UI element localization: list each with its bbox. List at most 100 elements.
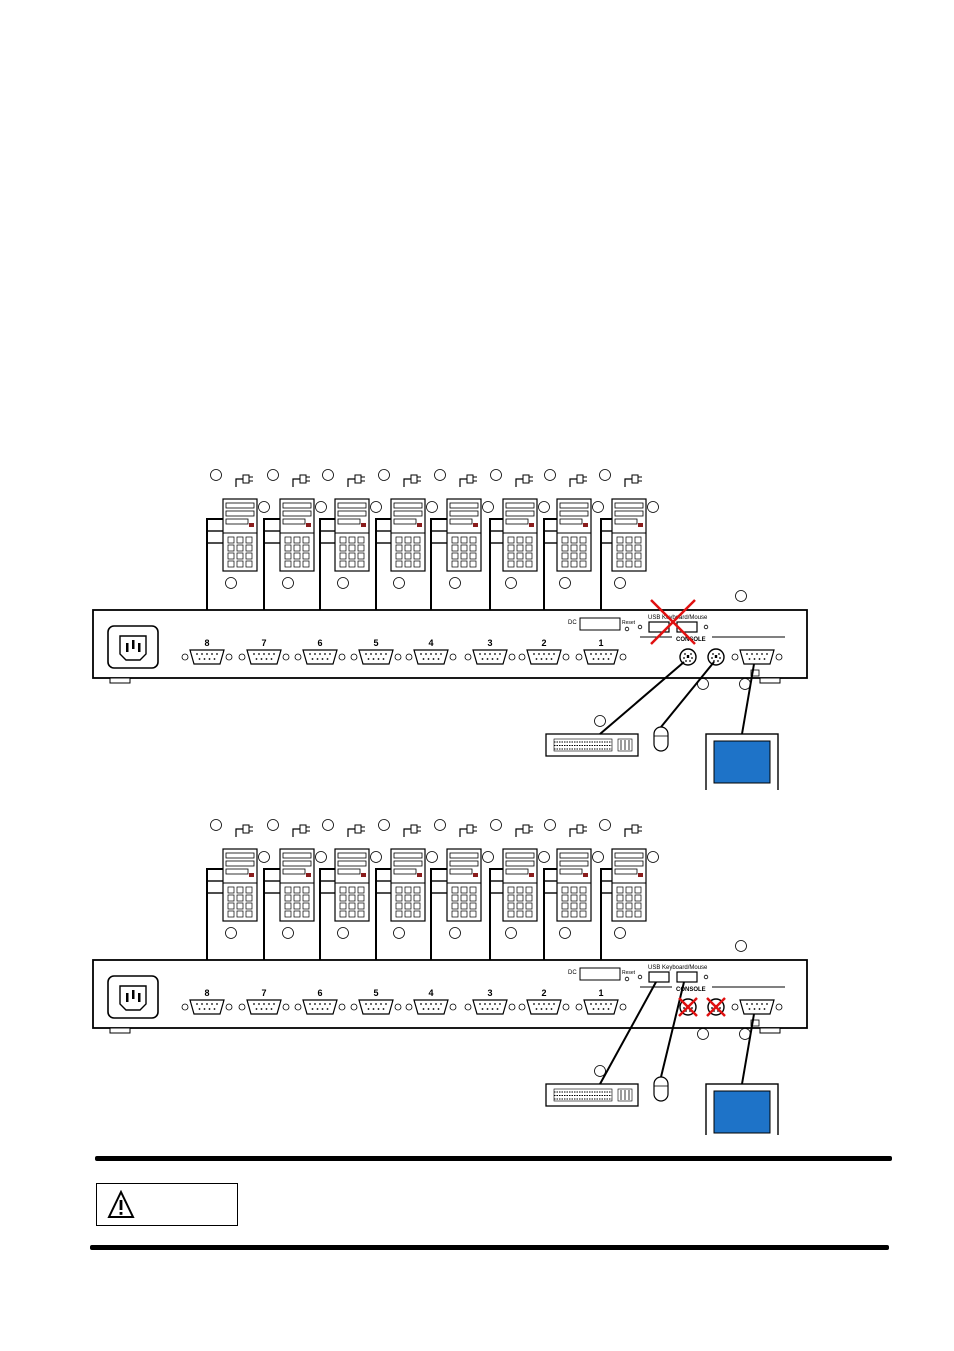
port-pin bbox=[263, 653, 265, 655]
drive-bay bbox=[559, 510, 589, 517]
port-pin bbox=[496, 658, 499, 660]
dc-label: DC bbox=[568, 970, 577, 976]
dc-connector bbox=[579, 967, 621, 981]
vent-slot bbox=[516, 544, 524, 552]
port-pin bbox=[265, 658, 268, 660]
vent-slot bbox=[357, 910, 365, 918]
drive-bay bbox=[225, 502, 255, 509]
port-shell bbox=[413, 999, 449, 1015]
port-pin bbox=[372, 658, 375, 660]
power-led bbox=[473, 523, 478, 527]
vent-slot bbox=[570, 544, 578, 552]
drive-bay bbox=[505, 510, 535, 517]
tower-case bbox=[390, 498, 426, 572]
drive-bay bbox=[505, 852, 535, 859]
port-pin bbox=[484, 1003, 486, 1005]
callout-circle bbox=[378, 469, 390, 481]
port-pin bbox=[494, 1003, 496, 1005]
vent-slot bbox=[302, 536, 310, 544]
port-pin bbox=[216, 653, 218, 655]
vent-slot bbox=[516, 910, 524, 918]
vent-slot bbox=[404, 544, 412, 552]
port-pin bbox=[367, 1008, 370, 1010]
vent-slot bbox=[293, 552, 301, 560]
port-screw bbox=[575, 1003, 583, 1011]
vent-slot bbox=[227, 910, 235, 918]
port-pin bbox=[208, 658, 211, 660]
inlet-pin bbox=[138, 643, 141, 652]
plug-body bbox=[466, 474, 474, 484]
drive-bay bbox=[614, 510, 644, 517]
vga-port bbox=[518, 649, 570, 665]
plug-cable bbox=[403, 828, 411, 837]
port-shell bbox=[472, 649, 508, 665]
port-pin bbox=[550, 658, 553, 660]
drive-bay bbox=[505, 868, 529, 875]
port-number-label: 6 bbox=[317, 988, 322, 998]
port-pin bbox=[309, 1003, 311, 1005]
power-plug-icon bbox=[347, 824, 365, 837]
port-pin bbox=[610, 653, 612, 655]
vent-slot bbox=[507, 886, 515, 894]
drive-bay bbox=[393, 852, 423, 859]
callout-circle bbox=[267, 819, 279, 831]
port-pin bbox=[763, 658, 766, 660]
vent-slot bbox=[516, 886, 524, 894]
warning-triangle-icon bbox=[107, 1190, 135, 1218]
port-pin bbox=[270, 658, 273, 660]
vent-slot bbox=[395, 544, 403, 552]
vent-slot bbox=[561, 560, 569, 568]
port-shell bbox=[246, 999, 282, 1015]
vga-port bbox=[350, 999, 402, 1015]
vga-port bbox=[575, 649, 627, 665]
port-pin bbox=[211, 1003, 213, 1005]
vent-slot bbox=[460, 902, 468, 910]
divider-bottom bbox=[90, 1245, 889, 1250]
vent-slot bbox=[413, 902, 421, 910]
port-pin bbox=[481, 658, 484, 660]
vent-slot bbox=[634, 886, 642, 894]
drive-bay bbox=[225, 510, 255, 517]
drive-bay bbox=[559, 860, 589, 867]
drive-bay bbox=[225, 860, 255, 867]
vent-slot bbox=[339, 560, 347, 568]
cable-line bbox=[489, 868, 503, 995]
vent-slot bbox=[236, 544, 244, 552]
vent-slot bbox=[451, 536, 459, 544]
ps2-mouse-port bbox=[707, 648, 725, 666]
cable-line bbox=[319, 868, 335, 995]
vent-slot bbox=[525, 560, 533, 568]
callout-circle bbox=[538, 851, 550, 863]
port-pin bbox=[597, 658, 600, 660]
ps2-keyboard-port bbox=[679, 648, 697, 666]
plug-body bbox=[299, 474, 307, 484]
ps2-pin bbox=[719, 657, 721, 659]
tower-case bbox=[222, 848, 258, 922]
panel-foot bbox=[109, 677, 131, 684]
port-pin bbox=[253, 1003, 255, 1005]
mouse-body bbox=[653, 726, 669, 752]
ps2-pin bbox=[711, 657, 713, 659]
port-pin bbox=[311, 658, 314, 660]
port-screw bbox=[518, 1003, 526, 1011]
port-screw bbox=[508, 653, 516, 661]
power-plug-icon bbox=[624, 474, 642, 487]
drive-bay bbox=[282, 860, 312, 867]
port-pin bbox=[324, 1003, 326, 1005]
callout-circle bbox=[490, 819, 502, 831]
port-pin bbox=[314, 1003, 316, 1005]
power-led bbox=[417, 873, 422, 877]
vga-port bbox=[350, 649, 402, 665]
vent-slot bbox=[451, 552, 459, 560]
callout-circle bbox=[426, 851, 438, 863]
port-pin bbox=[372, 1008, 375, 1010]
drive-bay bbox=[393, 860, 423, 867]
port-pin bbox=[196, 1003, 198, 1005]
drive-bay bbox=[559, 518, 583, 525]
port-pin bbox=[196, 653, 198, 655]
port-pin bbox=[422, 1008, 425, 1010]
port-pin bbox=[385, 1003, 387, 1005]
callout-circle bbox=[697, 1028, 709, 1040]
vent-slot bbox=[339, 902, 347, 910]
